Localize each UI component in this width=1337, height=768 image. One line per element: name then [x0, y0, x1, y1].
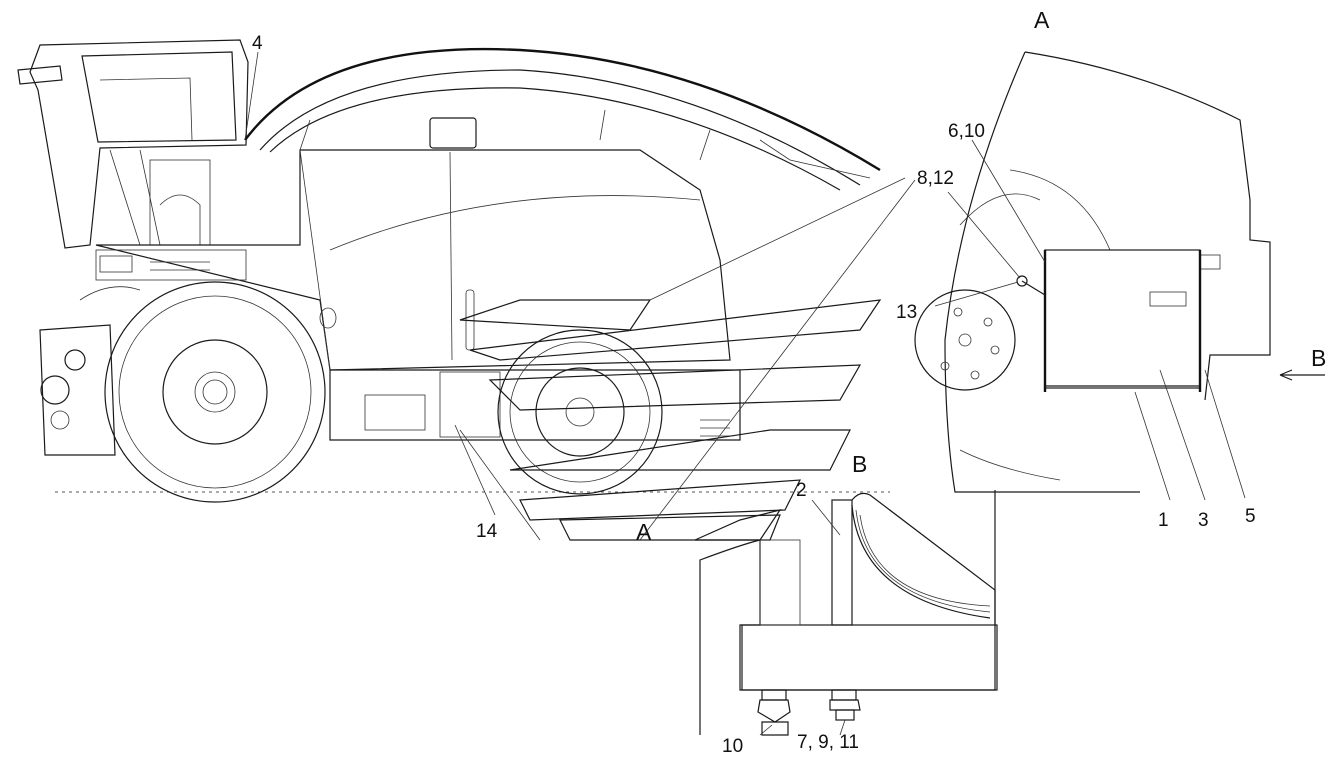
callout-7-9-11: 7, 9, 11 [797, 732, 859, 753]
callout-8-12: 8,12 [917, 168, 954, 189]
cab [17, 39, 249, 249]
callout-5: 5 [1245, 506, 1256, 527]
leader-3 [1159, 369, 1206, 501]
callout-2: 2 [796, 480, 807, 501]
front-attachment [39, 286, 141, 456]
detail-view-a [914, 51, 1325, 501]
front-wheel [104, 281, 326, 503]
chassis [329, 369, 741, 441]
callout-14: 14 [476, 521, 498, 542]
view-b-title: B [852, 451, 867, 477]
leader-6-10 [971, 139, 1046, 263]
callout-1: 1 [1158, 510, 1169, 531]
section-a-marker: A [636, 519, 652, 545]
view-b-arrow-label: B [1311, 345, 1326, 371]
leader-10 [759, 724, 773, 736]
leader-14 [454, 424, 496, 516]
discharge-spout [244, 47, 881, 191]
view-b-arrow [1279, 369, 1325, 381]
leader-1 [1134, 391, 1171, 501]
leader-7-9-11 [839, 719, 846, 736]
view-a-title: A [1034, 7, 1050, 33]
callout-3: 3 [1198, 510, 1209, 531]
leader-13 [934, 281, 1019, 307]
section-a-wedge [459, 177, 916, 541]
callout-13: 13 [896, 302, 917, 323]
callout-4: 4 [252, 33, 263, 54]
harvester-side-view [17, 39, 916, 541]
leader-2 [811, 499, 841, 536]
callout-10: 10 [722, 736, 743, 757]
leader-8-12 [947, 191, 1021, 279]
leader-4 [244, 51, 259, 141]
rear-wheel [497, 329, 663, 495]
detail-view-b [699, 490, 998, 736]
callout-6-10: 6,10 [948, 121, 985, 142]
leader-5 [1204, 369, 1246, 499]
engine-body [95, 117, 731, 371]
